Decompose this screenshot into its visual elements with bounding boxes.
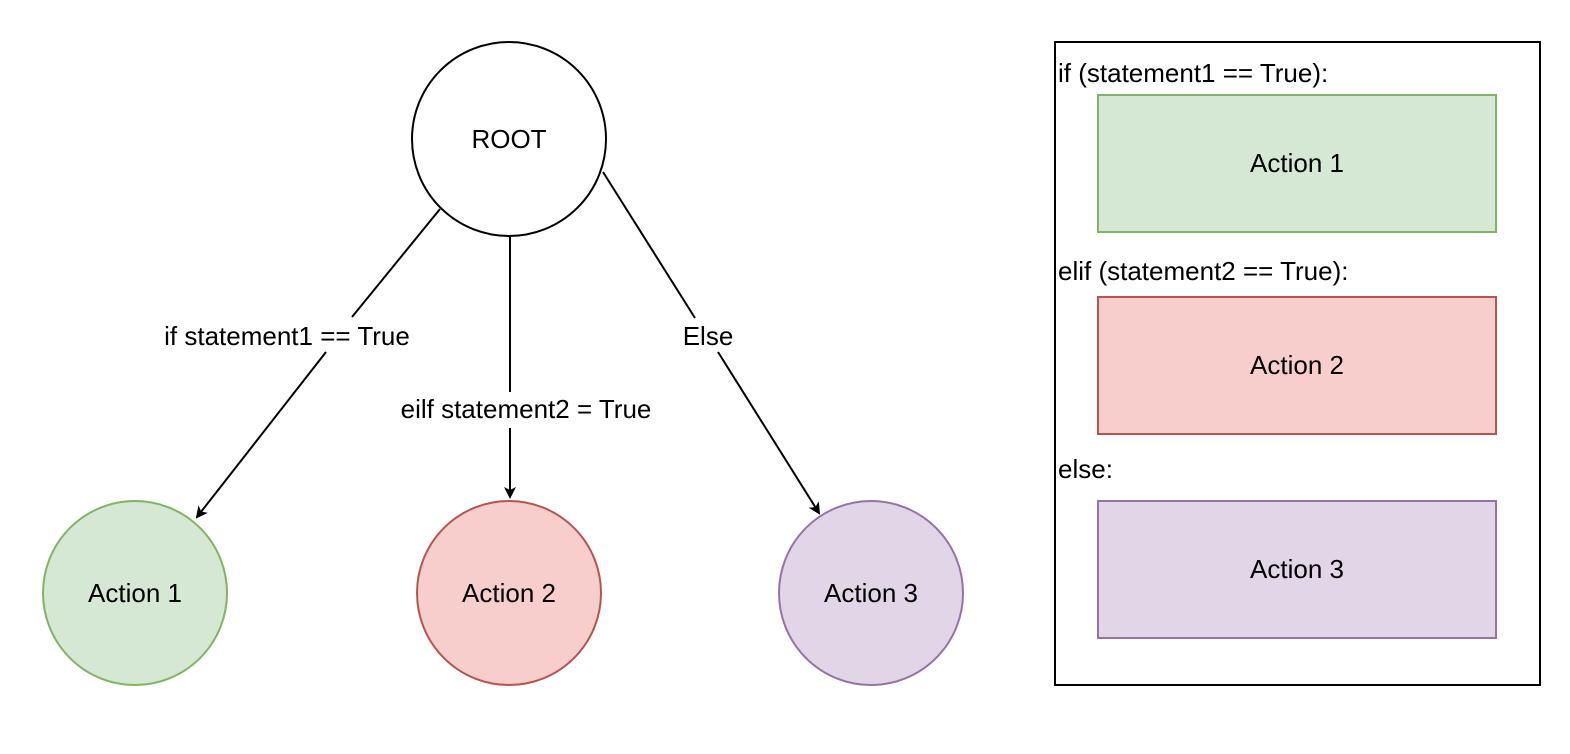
root-node-label: ROOT	[471, 124, 546, 154]
code-condition-else: else:	[1058, 454, 1113, 484]
edge-root-action1	[195, 208, 441, 519]
code-condition-elif: elif (statement2 == True):	[1058, 256, 1348, 286]
action-node-3: Action 3	[778, 500, 964, 686]
action-node-2-label: Action 2	[462, 578, 556, 608]
code-condition-if: if (statement1 == True):	[1058, 58, 1328, 88]
code-panel: if (statement1 == True): Action 1 elif (…	[1054, 41, 1541, 686]
edge-label-if: if statement1 == True	[164, 321, 410, 351]
code-block-action-1-label: Action 1	[1250, 148, 1344, 178]
root-node: ROOT	[411, 41, 607, 237]
action-node-1-label: Action 1	[88, 578, 182, 608]
action-node-1: Action 1	[42, 500, 228, 686]
code-block-action-3: Action 3	[1097, 500, 1497, 639]
action-node-3-label: Action 3	[824, 578, 918, 608]
code-block-action-1: Action 1	[1097, 94, 1497, 233]
edge-root-action3	[602, 171, 821, 515]
edge-label-elif: eilf statement2 = True	[401, 394, 652, 424]
edge-label-else: Else	[683, 321, 734, 351]
code-block-action-2: Action 2	[1097, 296, 1497, 435]
code-block-action-2-label: Action 2	[1250, 350, 1344, 380]
code-block-action-3-label: Action 3	[1250, 554, 1344, 584]
action-node-2: Action 2	[416, 500, 602, 686]
